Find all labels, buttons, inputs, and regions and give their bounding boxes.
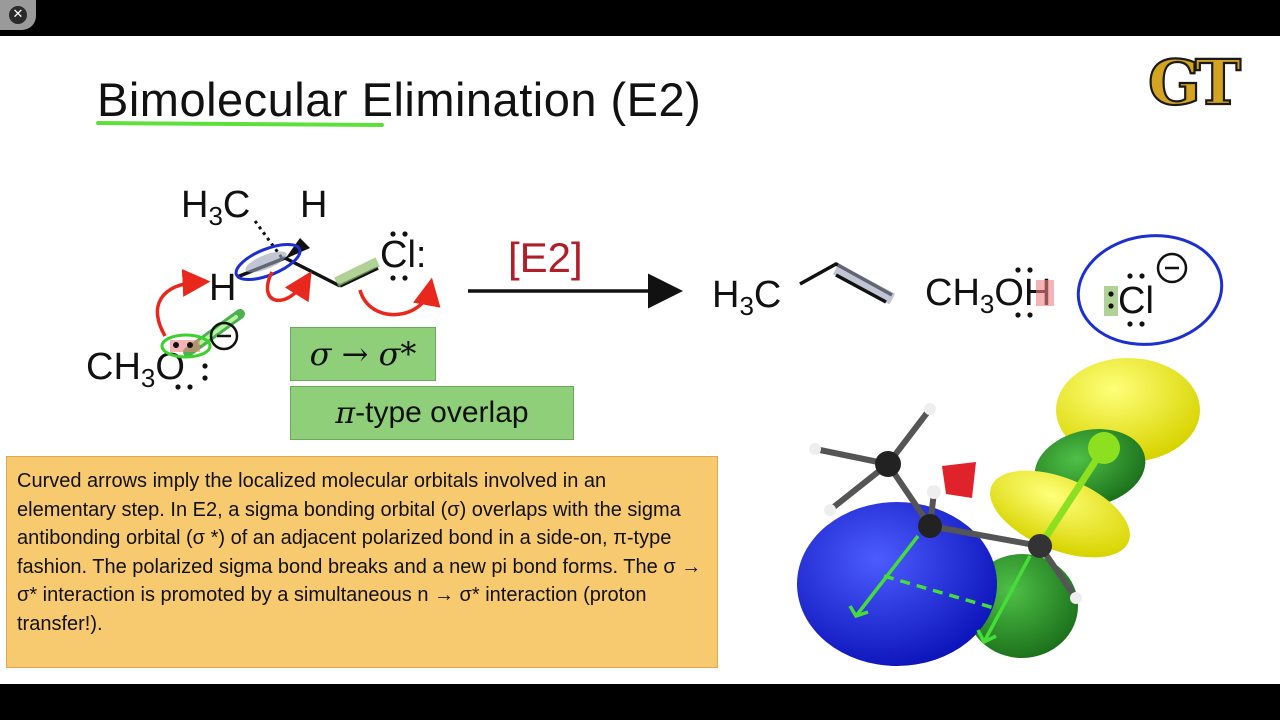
logo-text: GT	[1148, 46, 1241, 116]
slide-title: Bimolecular Elimination (E2)	[97, 73, 702, 126]
pi-symbol: π	[335, 395, 356, 431]
methanol-label: CH3OH	[925, 272, 1052, 319]
top-bar: ✕	[0, 0, 1280, 36]
bottom-bar	[0, 684, 1280, 720]
chloride-annotation	[1076, 234, 1224, 346]
reactant-skeleton	[160, 220, 408, 390]
chloride-label: Cl	[1118, 280, 1154, 322]
close-button[interactable]: ✕	[0, 0, 36, 30]
sigma-sigma-star-box: σ → σ*	[290, 327, 436, 381]
product-alkene	[799, 261, 896, 305]
reaction-label: [E2]	[508, 234, 583, 281]
methanol-annotations	[1015, 267, 1054, 318]
top-hydrogen-label: H	[300, 184, 328, 226]
chemistry-drawing	[155, 220, 1224, 666]
close-icon: ✕	[9, 6, 27, 24]
curved-arrow-icon	[155, 268, 441, 337]
chlorine-label: Cl:	[380, 234, 427, 276]
slide: Bimolecular Elimination (E2) GT H3C H H …	[0, 36, 1280, 684]
pi-overlap-text: -type overlap	[355, 396, 529, 429]
georgia-tech-logo: GT	[1147, 45, 1248, 116]
caption-box: Curved arrows imply the localized molecu…	[6, 456, 718, 668]
methoxide-label: CH3O	[86, 346, 185, 393]
alkene-methyl-label: H3C	[712, 274, 782, 321]
pi-type-overlap-box: π-type overlap	[290, 386, 574, 440]
orbital-model-image	[797, 358, 1200, 666]
beta-hydrogen-label: H	[209, 267, 237, 309]
methyl-group-label: H3C	[181, 184, 251, 231]
